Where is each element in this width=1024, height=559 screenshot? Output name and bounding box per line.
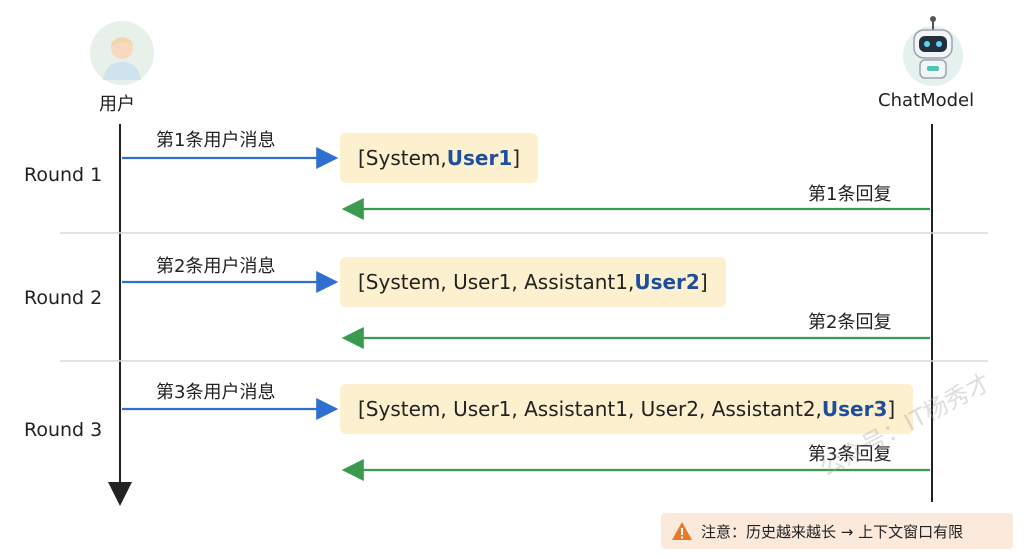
reply-label: 第2条回复	[808, 312, 892, 333]
user-message-label: 第1条用户消息	[156, 130, 276, 151]
note-text: 注意：历史越来越长 → 上下文窗口有限	[701, 522, 964, 541]
context-highlight: User2	[634, 270, 700, 294]
context-text: ]	[699, 270, 708, 294]
reply-label: 第3条回复	[808, 444, 892, 465]
context-box: [System, User1, Assistant1, User2]	[340, 257, 726, 307]
context-text: ]	[887, 397, 896, 421]
context-highlight: User1	[446, 146, 513, 170]
note-banner: 注意：历史越来越长 → 上下文窗口有限	[661, 513, 1013, 549]
warning-icon	[671, 521, 693, 541]
user-avatar-icon	[90, 21, 154, 85]
context-text: [System, User1, Assistant1,	[358, 270, 635, 294]
user-actor-label: 用户	[99, 94, 135, 115]
reply-label: 第1条回复	[808, 184, 892, 205]
user-message-label: 第2条用户消息	[156, 256, 276, 277]
round-label: Round 1	[24, 164, 103, 186]
user-message-label: 第3条用户消息	[156, 382, 276, 403]
round-label: Round 3	[24, 419, 103, 441]
round-label: Round 2	[24, 287, 103, 309]
context-highlight: User3	[821, 397, 888, 421]
context-text: ]	[512, 146, 521, 170]
context-box: [System, User1]	[340, 133, 539, 183]
user-actor	[89, 20, 155, 86]
robot-icon	[903, 16, 963, 86]
model-actor	[898, 14, 968, 86]
context-text: [System, User1, Assistant1, User2, Assis…	[358, 397, 822, 421]
context-box: [System, User1, Assistant1, User2, Assis…	[340, 384, 914, 434]
model-actor-label: ChatModel	[878, 90, 975, 111]
context-text: [System,	[358, 146, 447, 170]
